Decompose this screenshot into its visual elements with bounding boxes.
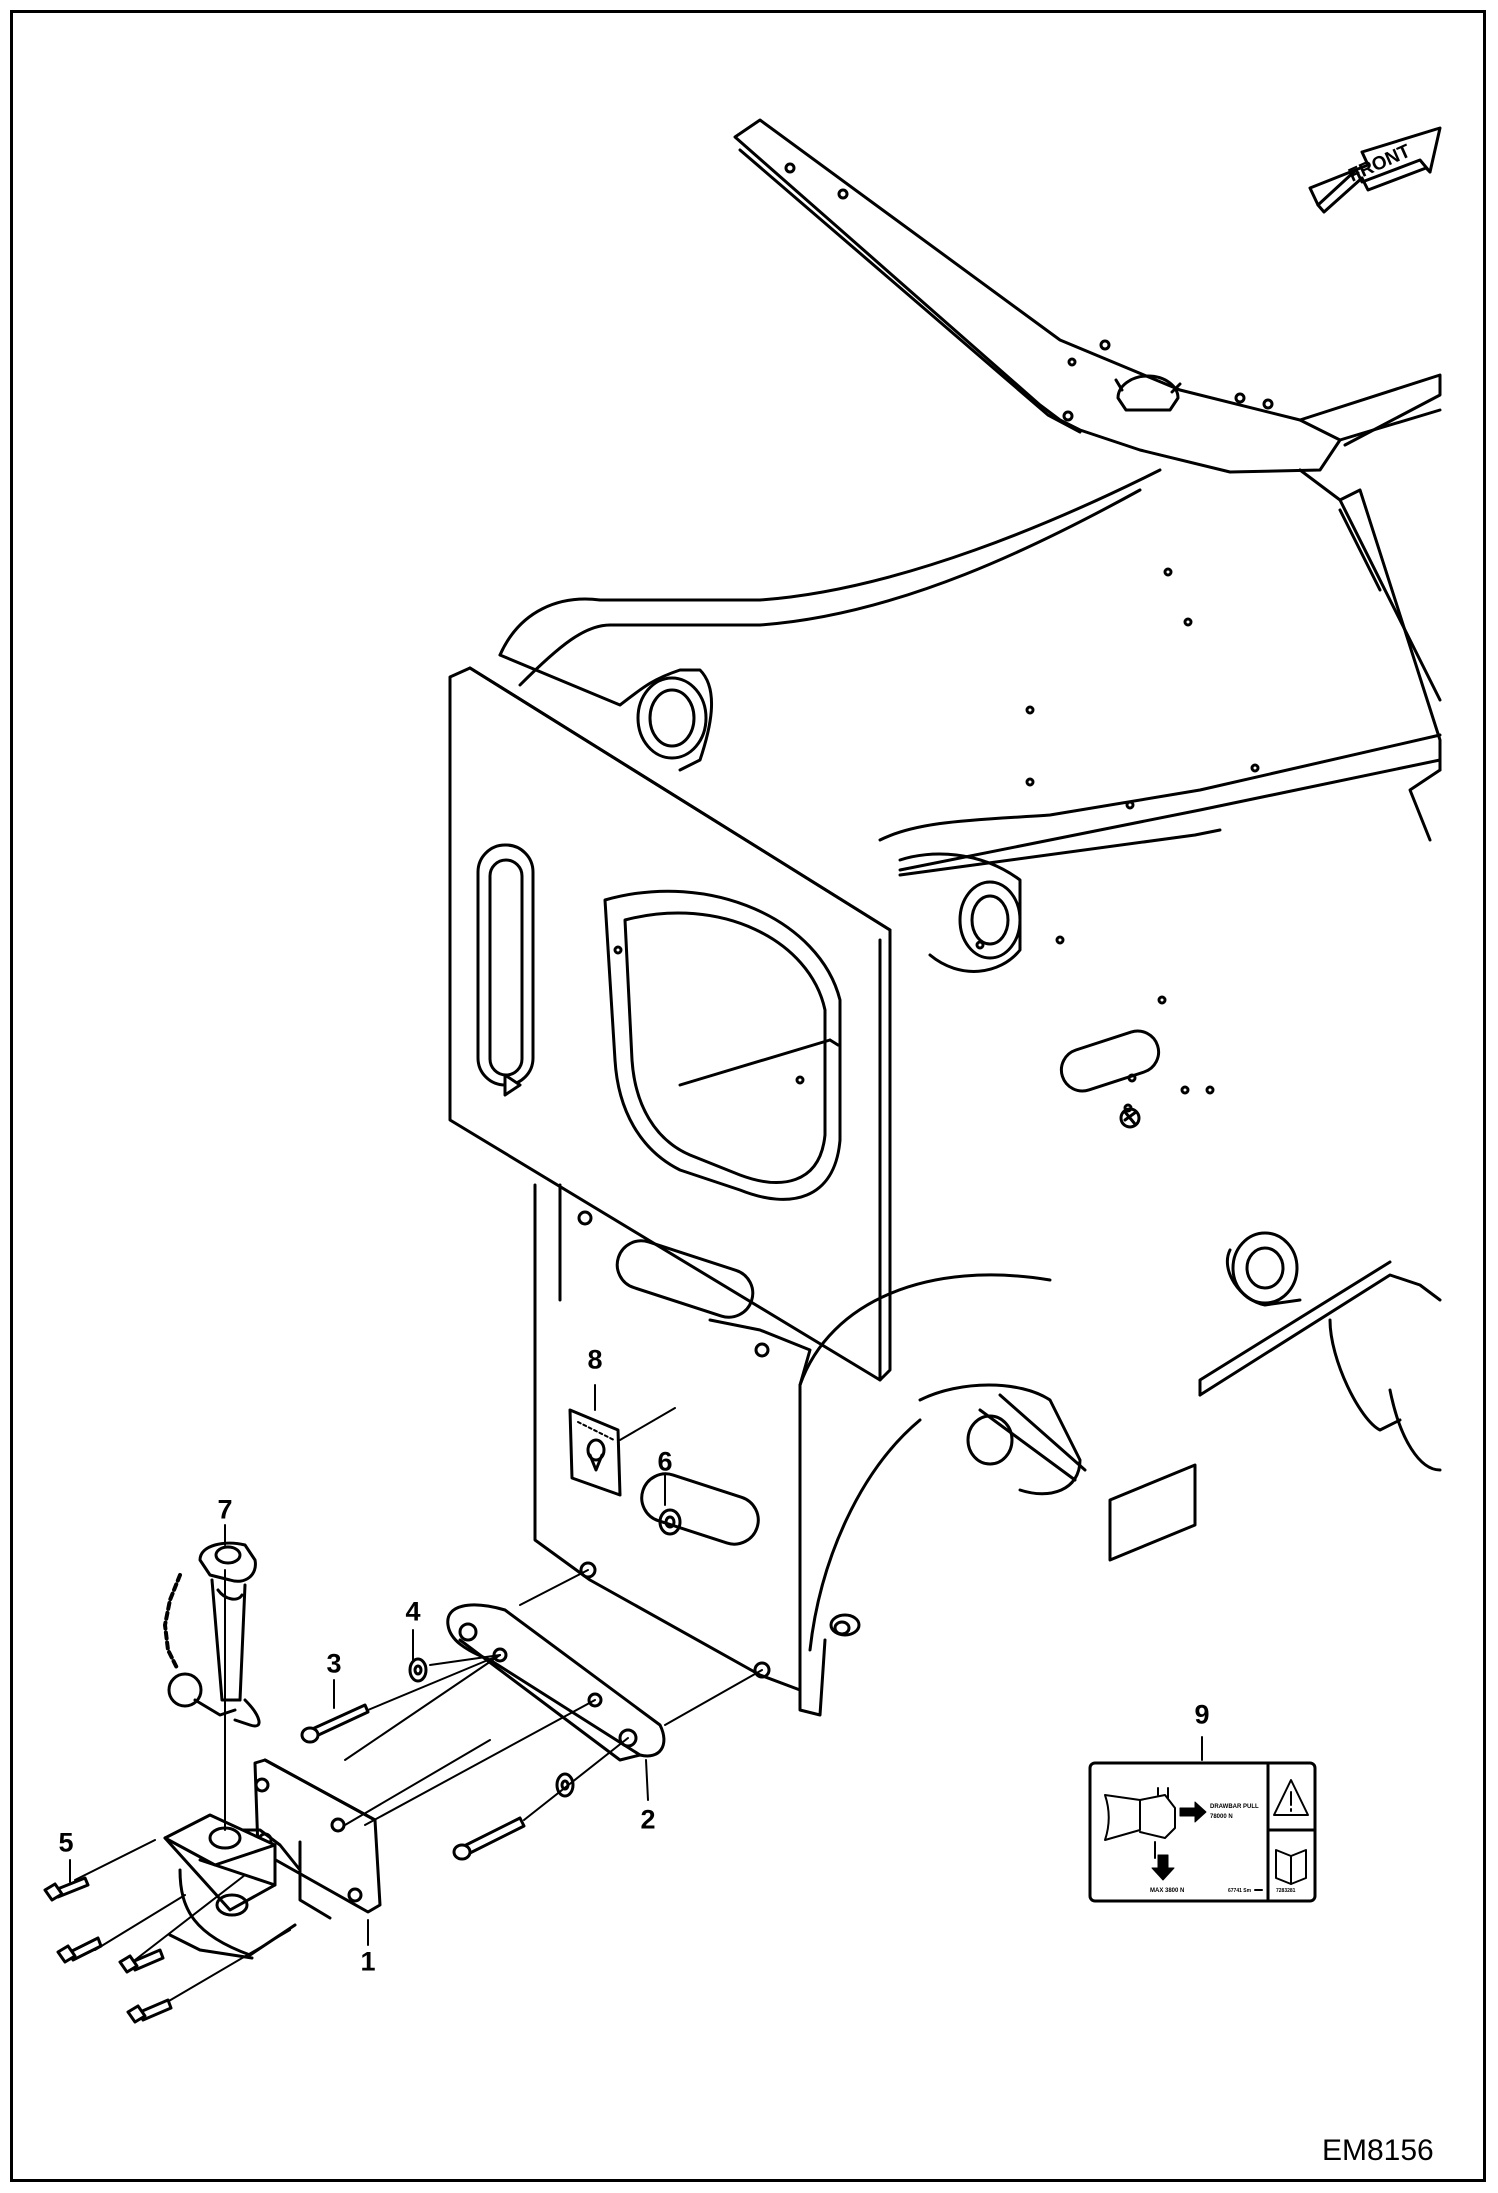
pivot-boss-right [898,852,1022,973]
bolt-3-lower [452,1816,526,1861]
callout-8: 8 [587,1344,603,1375]
pivot-boss-upper [498,653,713,772]
callout-5: 5 [58,1827,74,1858]
decal-pull-label: DRAWBAR PULL [1210,1804,1259,1810]
washer-group [658,1508,851,1636]
callout-1: 1 [360,1946,376,1977]
decal-code-a: 67741 Sm [1228,1888,1252,1894]
washer-4-upper [408,1657,428,1683]
hitch-tower [533,1183,1052,1717]
drawing-number: EM8156 [1322,2134,1434,2167]
bolt-5-d [126,1998,173,2024]
boom-arm [733,118,1442,474]
decal-code-b: 7283281 [1276,1888,1296,1894]
manual-book-icon [1275,1849,1307,1885]
front-arrow-icon: FRONT [1308,126,1442,214]
bolt-5-b [56,1936,103,1964]
bolt-lines [74,1569,629,2016]
adapter-plate [446,1603,666,1762]
callout-7: 7 [217,1494,233,1525]
decal-9 [1088,1761,1317,1903]
callout-leaders [69,1384,1203,1946]
bolt-3-upper [300,1703,370,1744]
decal-pull-value: 78000 N [1210,1814,1233,1820]
callout-4: 4 [405,1596,421,1627]
callout-3: 3 [326,1648,342,1679]
mounting-plate [448,666,892,1382]
warning-triangle-icon [1273,1779,1309,1816]
decal-max-label: MAX 3800 N [1150,1888,1184,1894]
callout-6: 6 [657,1446,673,1477]
arrow-down-icon [1151,1854,1175,1881]
hitch-pin [163,1541,261,1728]
main-frame [498,468,1442,1129]
decal-9-text: DRAWBAR PULL 78000 N MAX 3800 N 67741 Sm… [1150,1804,1296,1894]
drawbar-graphic [1104,1787,1176,1859]
assembly-lines [519,1569,763,1726]
arrow-right-icon [1179,1801,1207,1823]
decal-8 [568,1407,676,1497]
bolt-5-a [43,1876,90,1902]
bolt-5-c [118,1948,165,1974]
frame-lower-right [918,1029,1442,1562]
callout-2: 2 [640,1804,656,1835]
callout-9: 9 [1194,1699,1210,1730]
